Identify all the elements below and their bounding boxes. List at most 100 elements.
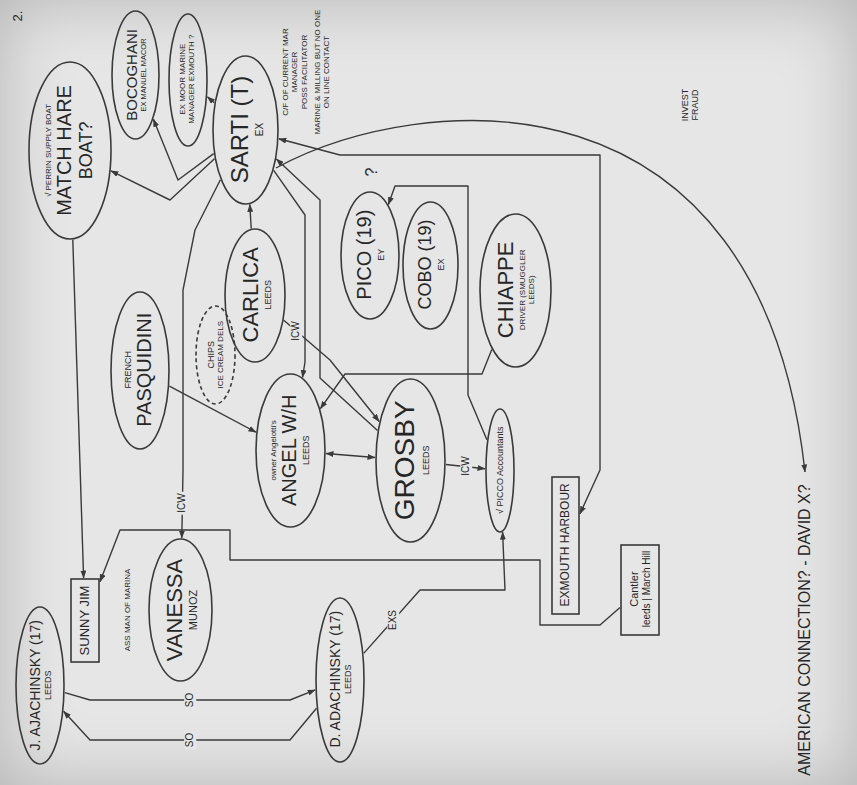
- ellipse-outline: [403, 202, 458, 329]
- question-mark: ?: [363, 168, 381, 177]
- node-subtext: LEEDS: [343, 610, 353, 748]
- ellipse-outline: [316, 598, 364, 762]
- node-subtext: leeds | March Hill: [641, 550, 653, 628]
- ellipse-outline: [29, 62, 111, 239]
- node-subtext: ICE CREAM DELS: [216, 320, 225, 389]
- node-text: √ PERRIN SUPPLY BOAT: [44, 84, 53, 216]
- connector: [276, 159, 377, 430]
- node-subtext: ANGEL W/H: [278, 393, 301, 506]
- box-outline: [552, 477, 579, 614]
- text-group: EX MOOR MARINE MANAGER EXMOUTH ?: [178, 32, 196, 127]
- box-outline: [71, 579, 99, 662]
- connector: [182, 180, 221, 538]
- text-group: BOCOGHANIEX MANUEL MACOR: [123, 28, 149, 121]
- node-text: EXMOUTH HARBOUR: [559, 482, 573, 607]
- node-subtext: LEEDS: [421, 399, 431, 520]
- page-number: 2.: [11, 11, 26, 22]
- note-text: INVEST FRAUD: [680, 83, 701, 128]
- node-text: COBO (19): [415, 219, 436, 311]
- ellipse-outline: [213, 56, 278, 204]
- ellipse-outline: [256, 374, 325, 527]
- node-text: CARLICA: [237, 246, 262, 343]
- ellipse-outline: [486, 409, 514, 532]
- node-subtext: EX: [436, 219, 446, 311]
- ellipse-node: SARTI (T)EX: [212, 55, 279, 205]
- connector: [153, 119, 213, 180]
- node-text: PICO (19): [353, 209, 376, 301]
- text-group: VANESSAMUNOZ: [162, 557, 200, 661]
- role-note: ASS MAN OF MARINA: [123, 569, 132, 652]
- text-group: COBO (19)EX: [415, 219, 446, 311]
- dashed-ellipse: [196, 306, 235, 404]
- connector: [111, 159, 215, 200]
- text-group: PICO (19)EY: [353, 209, 386, 301]
- node-text: CHIAPPE: [493, 234, 518, 346]
- text-group: GROSBYLEEDS: [389, 399, 432, 520]
- edge-label: SO: [184, 691, 196, 709]
- node-text: J. AJACHINSKY (17): [27, 619, 43, 751]
- ellipse-node: J. AJACHINSKY (17)LEEDS: [15, 606, 65, 765]
- ellipse-node: VANESSAMUNOZ: [148, 538, 213, 682]
- connector: [73, 240, 84, 578]
- text-group: D. ADACHINSKY (17)LEEDS: [327, 610, 353, 748]
- text-group: SUNNY JIM: [78, 584, 93, 655]
- text-group: J. AJACHINSKY (17)LEEDS: [27, 619, 53, 751]
- connector: [250, 204, 251, 228]
- ellipse-node: √ PICCO Accountants: [485, 408, 515, 533]
- node-subtext: PASQUIDINI: [134, 312, 157, 428]
- node-subtext: LEEDS: [262, 246, 272, 343]
- box-node: SUNNY JIM: [70, 578, 100, 663]
- ellipse-outline: [480, 214, 551, 367]
- ellipse-node: CHIAPPEDRIVER (SMUGGLER LEEDS): [479, 213, 552, 368]
- box-outline: [621, 545, 659, 635]
- node-subtext: MATCH HARE: [53, 84, 76, 216]
- node-outline: [620, 544, 660, 636]
- ellipse-node: FRENCHPASQUIDINI: [110, 291, 170, 450]
- node-text: D. ADACHINSKY (17): [327, 610, 343, 748]
- text-group: EXMOUTH HARBOUR: [559, 482, 573, 607]
- node-subtext: LEEDS: [43, 619, 53, 751]
- connector: [169, 386, 256, 432]
- ellipse-outline: [169, 14, 207, 146]
- ellipse-node: GROSBYLEEDS: [375, 378, 446, 543]
- text-group: Cantlerleeds | March Hill: [628, 550, 652, 628]
- node-subtext: BOAT?: [76, 84, 97, 216]
- node-text: SUNNY JIM: [78, 584, 93, 655]
- ellipse-node: CARLICALEEDS: [224, 228, 286, 363]
- ellipse-node: COBO (19)EX: [402, 201, 459, 330]
- text-group: SARTI (T)EX: [226, 75, 265, 184]
- note-text: C/F OF CURRENT MAR MANAGER: [281, 7, 299, 137]
- node-text: Cantler: [628, 550, 641, 628]
- edge-label: ICW: [176, 491, 188, 514]
- ellipse-node: PICO (19)EY: [340, 191, 400, 320]
- node-subtext: EX MANUEL MACOR: [140, 28, 149, 121]
- node-subtext: DRIVER (SMUGGLER LEEDS): [518, 234, 536, 346]
- node-text: FRENCH: [123, 312, 133, 428]
- box-node: Cantlerleeds | March Hill: [620, 544, 660, 636]
- node-text: CHIPS: [206, 320, 216, 389]
- edge-label: EXS: [387, 608, 399, 632]
- hand-drawn-curve: [276, 121, 805, 472]
- text-group: owner Angelotti'sANGEL W/HLEEDS: [269, 393, 312, 506]
- text-group: CHIPSICE CREAM DELS: [206, 320, 226, 389]
- node-text: BOCOGHANI: [123, 28, 140, 121]
- ellipse-outline: [16, 607, 64, 764]
- ellipse-outline: [149, 539, 212, 681]
- node-subtext: EX: [254, 75, 266, 184]
- text-group: √ PICCO Accountants: [495, 425, 505, 514]
- node-text: owner Angelotti's: [269, 393, 278, 506]
- ellipse-node: CHIPSICE CREAM DELS: [195, 305, 236, 405]
- ellipse-node: owner Angelotti'sANGEL W/HLEEDS: [255, 373, 326, 528]
- ellipse-outline: [341, 192, 399, 319]
- note-heading: AMERICAN CONNECTION? - DAVID X?: [796, 484, 814, 775]
- ellipse-outline: [111, 292, 169, 449]
- ellipse-node: BOCOGHANIEX MANUEL MACOR: [111, 10, 160, 140]
- text-group: CARLICALEEDS: [237, 246, 273, 343]
- edge-label: ICW: [290, 319, 302, 342]
- node-text: EX MOOR MARINE MANAGER EXMOUTH ?: [178, 32, 196, 127]
- ellipse-node: √ PERRIN SUPPLY BOATMATCH HAREBOAT?: [28, 61, 112, 240]
- connector: [364, 532, 505, 653]
- ellipse-outline: [112, 11, 159, 139]
